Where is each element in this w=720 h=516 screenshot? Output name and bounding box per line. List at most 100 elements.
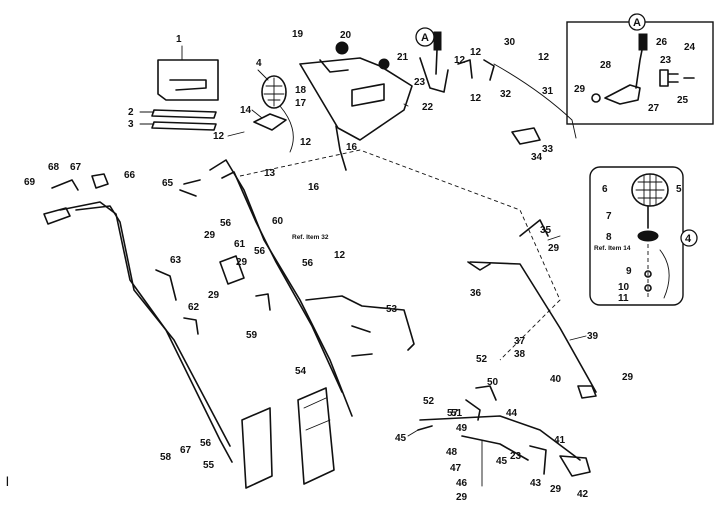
part-label: 48	[446, 447, 458, 458]
part-label: 69	[24, 177, 36, 188]
leader	[257, 69, 269, 81]
side-panel-holes	[303, 397, 331, 431]
part-label: 25	[677, 95, 689, 106]
part-label: 9	[626, 266, 632, 277]
choke-knob	[378, 58, 390, 70]
inset-washer-2	[644, 284, 652, 292]
clip-50	[475, 385, 497, 401]
handle-fastener	[51, 179, 79, 191]
part-label: 58	[160, 452, 172, 463]
lever-link	[483, 59, 495, 81]
shift-cable	[493, 63, 577, 139]
bracket-42	[559, 455, 591, 477]
part-label: 44	[506, 408, 518, 419]
drive-rod	[305, 295, 415, 351]
shift-bracket-main	[419, 57, 449, 93]
part-label: 59	[246, 330, 258, 341]
callout-a-main: A	[421, 32, 429, 44]
part-label: 57	[447, 408, 459, 419]
decal-group	[151, 59, 219, 131]
part-label: 63	[170, 255, 182, 266]
part-label: 47	[450, 463, 462, 474]
part-label: 29	[204, 230, 216, 241]
part-label: 8	[606, 232, 612, 243]
part-label: 23	[510, 451, 522, 462]
part-label: 60	[272, 216, 284, 227]
part-label: 55	[203, 460, 215, 471]
part-label: 1	[176, 34, 182, 45]
part-label: 12	[538, 52, 550, 63]
part-label: 12	[470, 93, 482, 104]
center-handle-tube-edge	[221, 171, 343, 393]
leader	[251, 109, 263, 119]
part-label: 16	[346, 142, 358, 153]
pin-45	[417, 425, 433, 431]
ref-note-item-32: Ref. Item 32	[292, 234, 329, 241]
part-label: 29	[574, 84, 586, 95]
bolts	[351, 325, 373, 357]
shift-bracket	[604, 84, 641, 105]
inset-nut	[644, 270, 652, 278]
part-label: 19	[292, 29, 304, 40]
part-label: 61	[234, 239, 246, 250]
part-label: 40	[550, 374, 562, 385]
part-label: 67	[70, 162, 82, 173]
part-label: 56	[302, 258, 314, 269]
part-label: 24	[684, 42, 696, 53]
rod-39	[469, 261, 597, 393]
headlight-mount	[637, 230, 659, 242]
part-label: 29	[548, 243, 560, 254]
inset-detail-headlight: 4	[589, 166, 698, 306]
part-labels: 1 2 3 4 5 6 7 8 9 10 11 12 12 12 12 12 1…	[24, 29, 696, 503]
ref-note-item-14: Ref. Item 14	[594, 245, 631, 252]
part-label: 62	[188, 302, 200, 313]
spring-65	[179, 179, 201, 197]
grip-cap	[91, 173, 109, 189]
lower-bracket	[219, 255, 245, 285]
part-label: 52	[476, 354, 488, 365]
decal-panel	[157, 59, 219, 101]
callout-4-circle	[680, 229, 698, 247]
part-label: 3	[128, 119, 134, 130]
part-label: 34	[531, 152, 543, 163]
leader	[139, 111, 155, 125]
part-label: 32	[500, 89, 512, 100]
leader	[407, 429, 419, 437]
part-label: 29	[622, 372, 634, 383]
leader	[403, 103, 409, 107]
left-handle-tube-edge	[75, 205, 231, 447]
part-label: 12	[213, 131, 225, 142]
part-label: 42	[577, 489, 589, 500]
part-label: 68	[48, 162, 60, 173]
part-label: 11	[618, 293, 629, 304]
part-label: 56	[254, 246, 266, 257]
inset-washer	[591, 93, 601, 103]
panel-clip	[319, 59, 349, 73]
part-label: 26	[656, 37, 668, 48]
part-label: 56	[220, 218, 232, 229]
handle-link	[155, 269, 177, 301]
center-handle-tube	[209, 159, 353, 417]
handle-clip	[183, 317, 199, 335]
decal-strip-2	[151, 121, 217, 131]
part-label: 52	[423, 396, 435, 407]
part-label: 49	[456, 423, 468, 434]
part-label: 29	[550, 484, 562, 495]
part-label: 67	[180, 445, 192, 456]
leader	[569, 335, 587, 341]
part-label: 12	[300, 137, 312, 148]
bracket-51	[465, 399, 481, 421]
part-label: 23	[660, 55, 672, 66]
bushing-40	[577, 385, 597, 399]
panel-headlight-grid	[263, 77, 285, 107]
rod-assembly	[239, 149, 597, 399]
side-panels	[241, 387, 335, 489]
part-label: 6	[602, 184, 608, 195]
callout-a-inset: A	[633, 17, 641, 29]
cable-clamp	[511, 127, 541, 145]
part-label: 29	[456, 492, 468, 503]
part-label: 16	[308, 182, 320, 193]
switch-housing	[351, 83, 385, 107]
part-label: 41	[554, 435, 566, 446]
